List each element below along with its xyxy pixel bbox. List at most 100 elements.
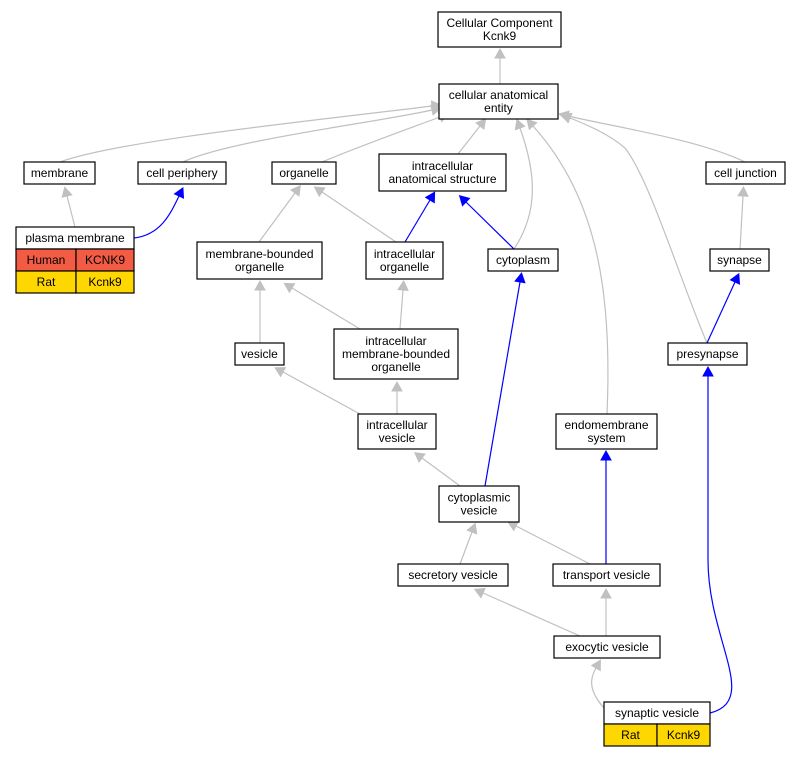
edges-layer	[59, 47, 749, 714]
node-vesicle[interactable]: vesicle	[234, 342, 285, 366]
edge-imbo-to-mbo	[283, 282, 361, 330]
edge-imbo-to-io	[397, 279, 409, 330]
node-label: organelle	[380, 260, 430, 274]
node-presynapse[interactable]: presynapse	[667, 342, 748, 366]
node-box	[234, 342, 285, 366]
arrowhead-icon	[526, 118, 538, 131]
node-label: organelle	[235, 260, 285, 274]
edge-plasma_membrane-to-membrane	[61, 186, 76, 228]
node-label: organelle	[279, 166, 329, 180]
node-synapse[interactable]: synapse	[709, 248, 770, 272]
node-box	[705, 161, 786, 185]
edge-iv-to-imbo	[391, 380, 403, 414]
node-exocytic[interactable]: exocytic vesicle	[553, 635, 661, 659]
node-membrane[interactable]: membrane	[23, 161, 96, 185]
edge-cae-to-root	[494, 47, 506, 84]
node-box	[365, 241, 444, 280]
arrowhead-icon	[458, 194, 471, 207]
edge-ias-to-cae	[457, 118, 487, 155]
node-transport[interactable]: transport vesicle	[552, 563, 661, 587]
node-label: plasma membrane	[25, 231, 125, 245]
node-synaptic[interactable]: synaptic vesicle	[603, 701, 711, 725]
edge-synapse-to-cell_junction	[737, 185, 749, 250]
edge-io-to-organelle	[313, 186, 397, 243]
node-plasma-membrane[interactable]: plasma membrane	[15, 226, 135, 250]
edge-vesicle-to-mbo	[254, 279, 266, 343]
node-cell-periphery[interactable]: cell periphery	[137, 161, 227, 185]
node-label: entity	[484, 101, 513, 115]
edge-synaptic-to-exocytic	[590, 659, 605, 709]
node-label: secretory vesicle	[408, 568, 498, 582]
edge-cytoplasm-to-cae	[513, 118, 533, 250]
gene-label: KCNK9	[85, 253, 125, 267]
node-cytoplasm[interactable]: cytoplasm	[487, 248, 559, 272]
species-label: Human	[27, 253, 66, 267]
arrowhead-icon	[558, 110, 570, 122]
arrowhead-icon	[600, 449, 612, 461]
edge-mbo-to-organelle	[258, 184, 301, 243]
node-label: synaptic vesicle	[615, 706, 699, 720]
node-box	[709, 248, 770, 272]
edge-cytoplasm-to-ias	[458, 194, 515, 250]
arrowhead-icon	[475, 118, 487, 131]
node-box	[552, 563, 661, 587]
node-secretory[interactable]: secretory vesicle	[397, 563, 509, 587]
arrowhead-icon	[413, 452, 426, 463]
node-box	[667, 342, 748, 366]
arrowhead-icon	[702, 365, 714, 377]
node-label: membrane-bounded	[342, 347, 450, 361]
edge-exocytic-to-transport	[600, 587, 612, 636]
node-label: intracellular	[366, 418, 427, 432]
arrowhead-icon	[514, 118, 526, 131]
node-organelle[interactable]: organelle	[271, 161, 337, 185]
arrowhead-icon	[473, 587, 486, 599]
node-label: membrane-bounded	[205, 247, 313, 261]
node-label: system	[587, 431, 625, 445]
node-cell-junction[interactable]: cell junction	[705, 161, 786, 185]
node-label: cell junction	[714, 166, 777, 180]
node-label: cytoplasmic	[448, 491, 511, 505]
node-box	[397, 563, 509, 587]
edge-io-to-ias	[404, 191, 436, 243]
node-label: intracellular	[374, 247, 435, 261]
node-box	[137, 161, 227, 185]
arrowhead-icon	[729, 272, 741, 285]
arrowhead-icon	[397, 279, 409, 291]
node-label: presynapse	[676, 347, 738, 361]
node-label: Cellular Component	[446, 16, 553, 30]
node-label: vesicle	[461, 504, 498, 518]
node-label: exocytic vesicle	[565, 640, 649, 654]
node-label: cell periphery	[146, 166, 217, 180]
node-label: vesicle	[241, 347, 278, 361]
arrowhead-icon	[600, 587, 612, 599]
node-label: intracellular	[412, 159, 473, 173]
edge-synaptic-to-presynapse	[702, 365, 733, 714]
edge-secretory-to-cv	[459, 522, 478, 565]
arrowhead-icon	[424, 191, 436, 204]
node-label: organelle	[371, 360, 421, 374]
node-box	[487, 248, 559, 272]
edge-cell_periphery-to-cae	[182, 104, 442, 163]
edge-cv-to-iv	[413, 452, 461, 487]
species-label: Rat	[621, 728, 640, 742]
node-label: vesicle	[379, 431, 416, 445]
node-label: cellular anatomical	[449, 88, 548, 102]
edge-cv-to-cytoplasm	[484, 272, 526, 487]
node-box	[378, 153, 507, 192]
arrowhead-icon	[494, 47, 506, 59]
